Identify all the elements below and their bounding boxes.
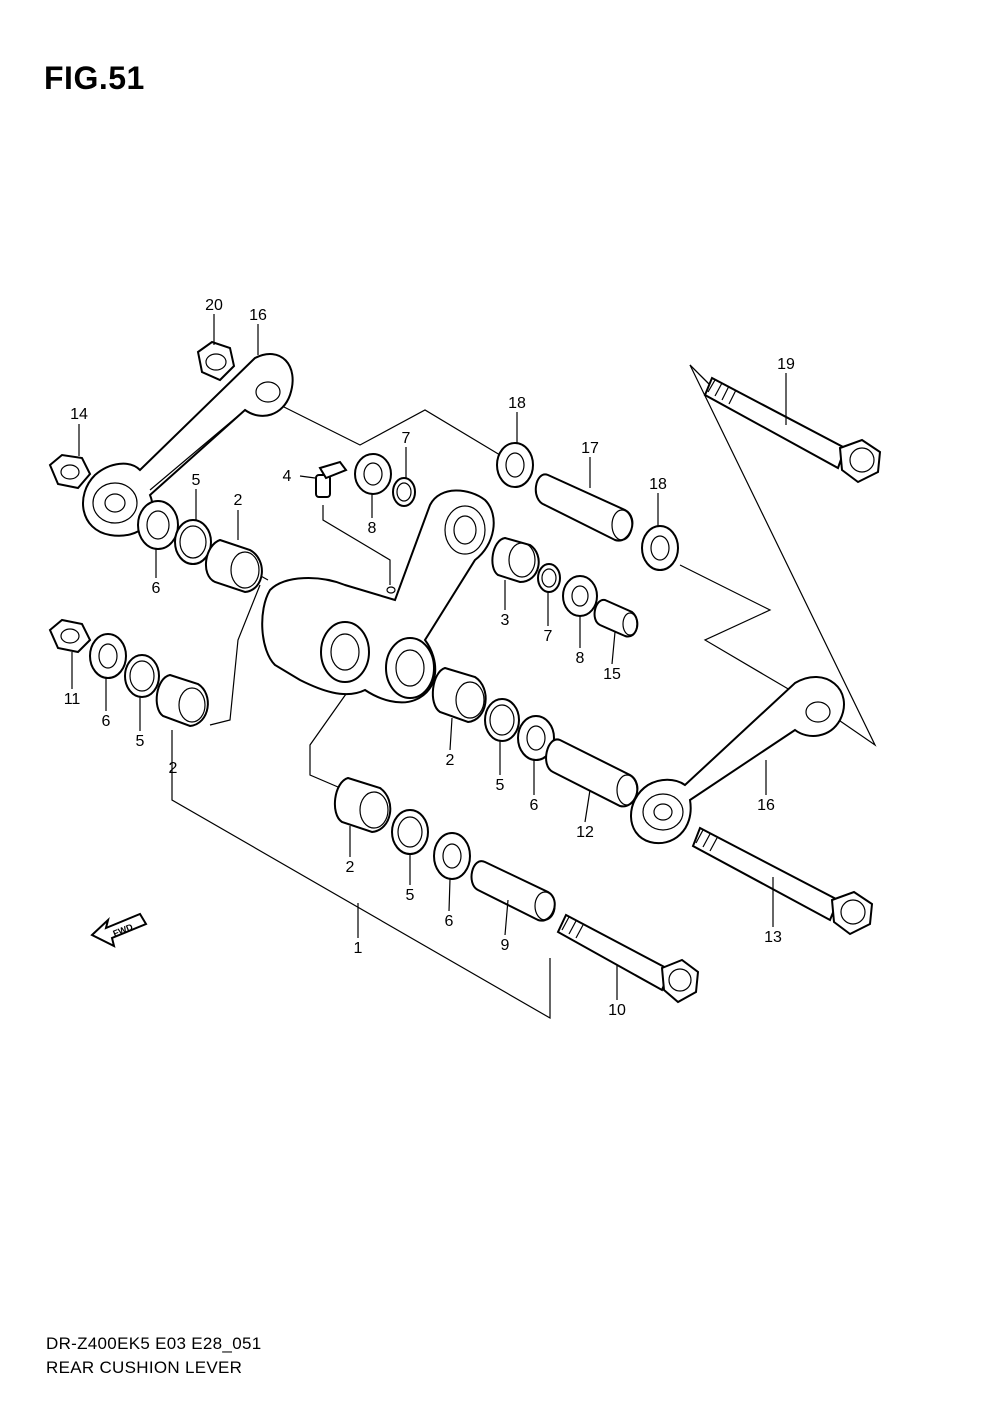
callout-4: 4	[283, 468, 292, 485]
callout-6d: 6	[445, 913, 454, 930]
callout-6b: 6	[102, 713, 111, 730]
part-1-cushion-lever	[261, 489, 495, 704]
part-14-nut	[48, 453, 92, 490]
part-7-seal-b	[537, 563, 561, 593]
callout-13: 13	[764, 929, 782, 946]
callout-14: 14	[70, 406, 88, 423]
part-15-collar	[593, 598, 639, 638]
part-16-link-rod-lower	[630, 676, 845, 845]
figure-footer: DR-Z400EK5 E03 E28_051 REAR CUSHION LEVE…	[46, 1332, 261, 1380]
callout-9: 9	[501, 937, 510, 954]
callout-3: 3	[501, 612, 510, 629]
part-8-washer-b	[562, 575, 598, 617]
part-5-seal-a	[174, 519, 212, 565]
callout-15: 15	[603, 666, 621, 683]
callout-7b: 7	[544, 628, 553, 645]
part-8-washer-a	[354, 453, 392, 495]
part-6-washer-c	[517, 715, 555, 761]
figure-title: FIG.51	[44, 60, 145, 96]
part-5-seal-b	[124, 654, 160, 698]
callout-10: 10	[608, 1002, 626, 1019]
part-19-bolt	[703, 376, 882, 484]
part-18-washer-b	[641, 525, 679, 571]
callout-5a: 5	[192, 472, 201, 489]
callout-2c: 2	[446, 752, 455, 769]
callout-labels: 1 2 2 2 2 3 4 5 5 5 5 6 6 6 6 7 7 8 8 9 …	[64, 297, 795, 1019]
callout-2a: 2	[234, 492, 243, 509]
part-6-washer-d	[433, 832, 471, 880]
callout-18b: 18	[649, 476, 667, 493]
callout-5d: 5	[406, 887, 415, 904]
callout-18a: 18	[508, 395, 526, 412]
fwd-arrow-icon: FWD	[90, 912, 148, 948]
part-6-washer-a	[137, 500, 179, 550]
callout-5c: 5	[496, 777, 505, 794]
callout-7a: 7	[402, 430, 411, 447]
part-2-bearing-c	[431, 666, 487, 724]
part-7-seal-a	[392, 477, 416, 507]
part-5-seal-d	[391, 809, 429, 855]
callout-11: 11	[64, 691, 81, 708]
callout-19: 19	[777, 356, 795, 373]
callout-2b: 2	[169, 760, 178, 777]
callout-1: 1	[354, 940, 363, 957]
part-6-washer-b	[89, 633, 127, 679]
callout-2d: 2	[346, 859, 355, 876]
part-3-bearing	[491, 536, 540, 584]
callout-6c: 6	[530, 797, 539, 814]
part-12-spacer	[545, 738, 639, 808]
part-4-grease-nipple	[299, 460, 348, 498]
part-2-bearing-a	[205, 538, 263, 594]
figure-code: DR-Z400EK5 E03 E28_051	[46, 1334, 262, 1353]
figure-name: REAR CUSHION LEVER	[46, 1358, 243, 1377]
part-13-bolt	[691, 826, 874, 936]
part-16-link-rod-upper	[82, 352, 294, 537]
part-18-washer-a	[496, 442, 534, 488]
part-20-nut	[196, 340, 236, 382]
callout-16a: 16	[249, 307, 267, 324]
part-2-bearing-d	[333, 776, 392, 834]
part-2-bearing-b	[155, 673, 209, 728]
part-17-spacer	[534, 473, 634, 542]
callout-17: 17	[581, 440, 599, 457]
callout-16b: 16	[757, 797, 775, 814]
callout-8b: 8	[576, 650, 585, 667]
part-5-seal-c	[484, 698, 520, 742]
callout-8a: 8	[368, 520, 377, 537]
part-10-bolt	[556, 913, 700, 1004]
callout-5b: 5	[136, 733, 145, 750]
part-11-nut	[48, 618, 92, 654]
label-ticks	[71, 314, 787, 1000]
callout-20: 20	[205, 297, 223, 314]
callout-12: 12	[576, 824, 594, 841]
callout-6a: 6	[152, 580, 161, 597]
part-9-spacer	[470, 860, 556, 922]
